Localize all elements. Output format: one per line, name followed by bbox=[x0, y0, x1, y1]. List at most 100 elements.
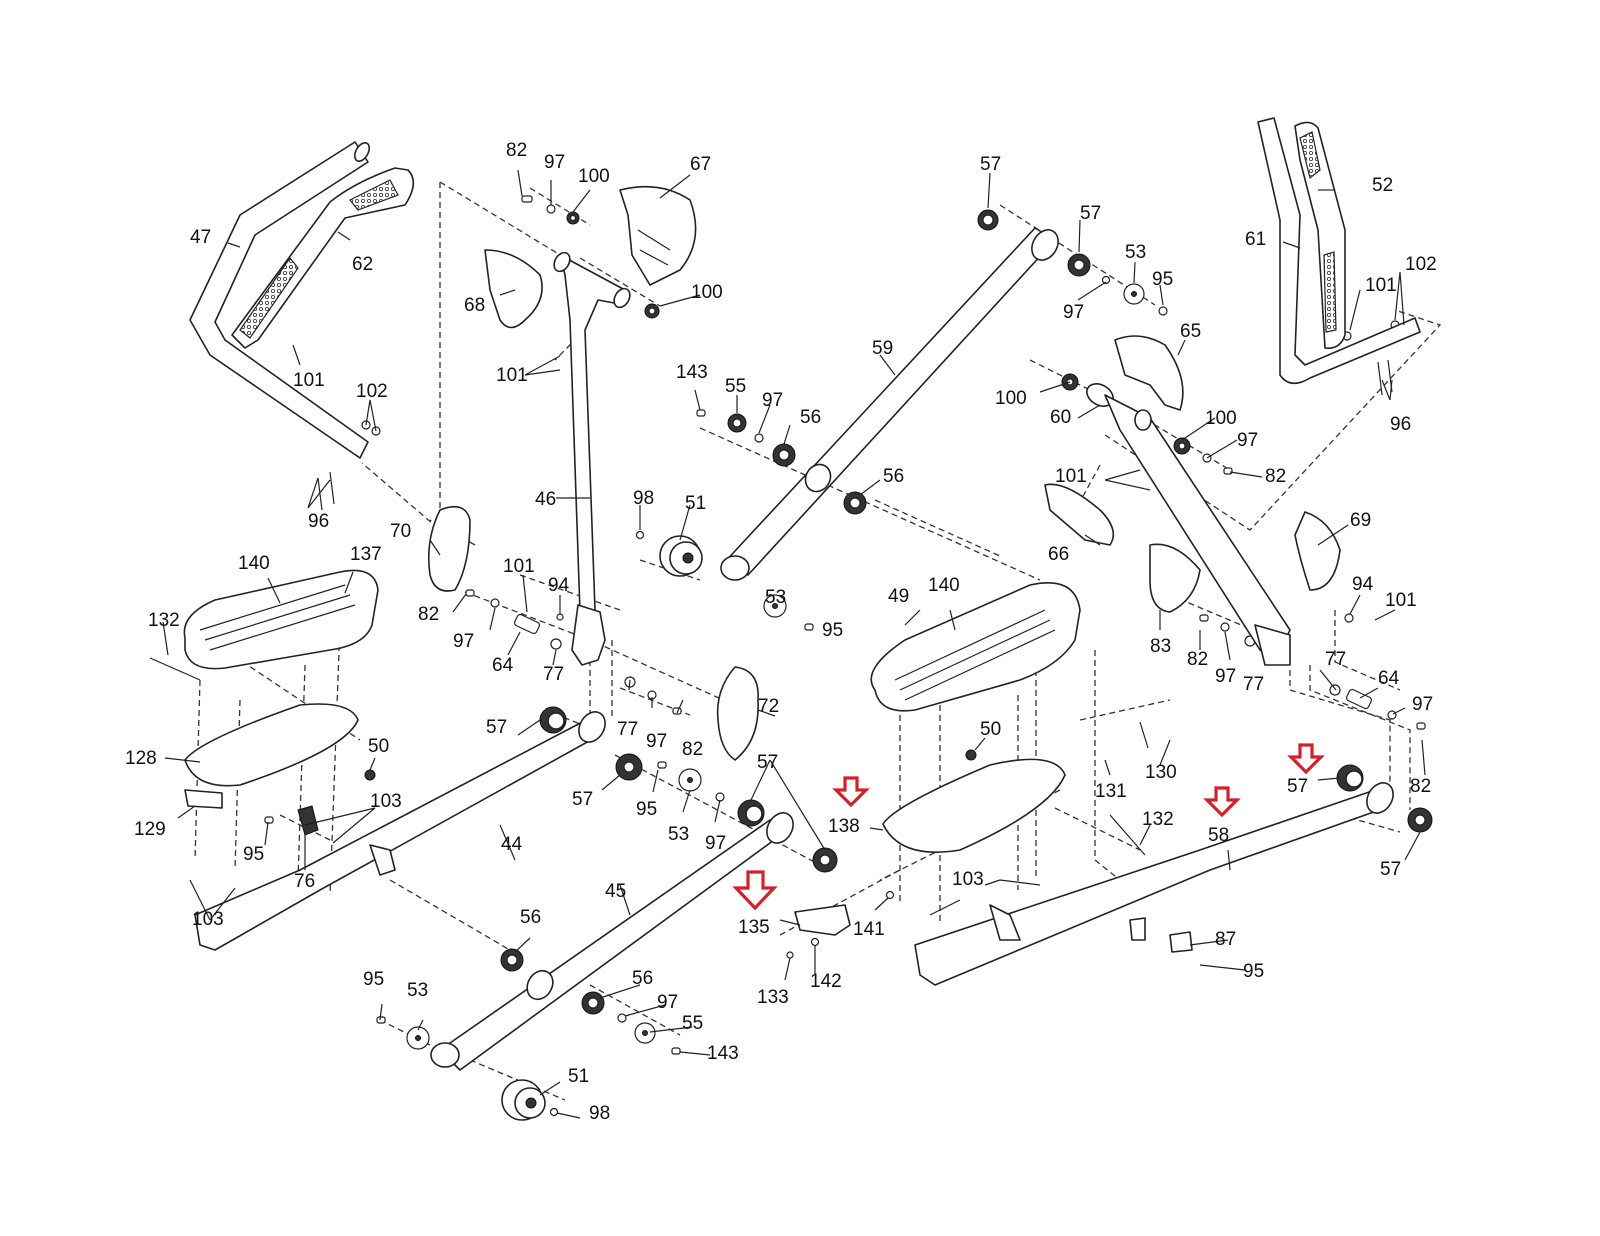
label-70: 70 bbox=[390, 521, 411, 542]
label-57: 57 bbox=[980, 154, 1001, 175]
label-56: 56 bbox=[800, 407, 821, 428]
label-94: 94 bbox=[548, 575, 570, 596]
label-64: 64 bbox=[1378, 668, 1400, 689]
part-137-left-pedal bbox=[183, 569, 379, 670]
highlight-arrow-57 bbox=[1287, 743, 1325, 775]
label-82: 82 bbox=[1187, 649, 1208, 670]
label-101: 101 bbox=[1055, 466, 1087, 487]
label-53: 53 bbox=[1125, 242, 1146, 263]
label-49: 49 bbox=[888, 586, 909, 607]
label-97: 97 bbox=[705, 833, 726, 854]
label-95: 95 bbox=[1243, 961, 1264, 982]
label-57: 57 bbox=[572, 789, 593, 810]
label-128: 128 bbox=[125, 748, 157, 769]
label-56: 56 bbox=[632, 968, 653, 989]
part-67-shroud bbox=[619, 185, 697, 286]
part-69-shroud bbox=[1294, 511, 1341, 591]
label-101: 101 bbox=[496, 365, 528, 386]
label-68: 68 bbox=[464, 295, 485, 316]
label-52: 52 bbox=[1372, 175, 1393, 196]
label-101: 101 bbox=[293, 370, 325, 391]
label-82: 82 bbox=[1265, 466, 1286, 487]
label-100: 100 bbox=[691, 282, 723, 303]
part-72-shroud bbox=[716, 666, 759, 761]
label-62: 62 bbox=[352, 254, 373, 275]
label-53: 53 bbox=[668, 824, 689, 845]
part-83-shroud bbox=[1149, 543, 1201, 613]
label-95: 95 bbox=[363, 969, 384, 990]
label-50: 50 bbox=[980, 719, 1001, 740]
label-103: 103 bbox=[370, 791, 402, 812]
part-59-link-arm bbox=[720, 227, 1059, 581]
part-49-right-pedal bbox=[870, 581, 1081, 712]
label-53: 53 bbox=[407, 980, 428, 1001]
part-60-right-upright bbox=[1086, 383, 1291, 666]
label-102: 102 bbox=[356, 381, 388, 402]
part-68-shroud bbox=[484, 249, 543, 329]
label-97: 97 bbox=[453, 631, 474, 652]
part-128-left-pedal-plate bbox=[184, 703, 359, 787]
label-131: 131 bbox=[1095, 781, 1127, 802]
label-57: 57 bbox=[486, 717, 507, 738]
label-97: 97 bbox=[1215, 666, 1236, 687]
label-50: 50 bbox=[368, 736, 389, 757]
label-97: 97 bbox=[1063, 302, 1084, 323]
label-97: 97 bbox=[646, 731, 667, 752]
label-82: 82 bbox=[418, 604, 439, 625]
label-66: 66 bbox=[1048, 544, 1069, 565]
label-141: 141 bbox=[853, 919, 885, 940]
label-140: 140 bbox=[928, 575, 960, 596]
part-76-bracket bbox=[297, 805, 319, 836]
label-82: 82 bbox=[506, 140, 527, 161]
label-97: 97 bbox=[544, 152, 565, 173]
label-82: 82 bbox=[1410, 776, 1431, 797]
highlight-arrow-135 bbox=[732, 870, 778, 911]
label-51: 51 bbox=[685, 493, 706, 514]
label-143: 143 bbox=[707, 1043, 739, 1064]
label-137: 137 bbox=[350, 544, 382, 565]
part-47-left-upper-arm bbox=[189, 141, 371, 459]
label-72: 72 bbox=[758, 696, 779, 717]
label-76: 76 bbox=[294, 871, 315, 892]
label-132: 132 bbox=[1142, 809, 1174, 830]
label-98: 98 bbox=[633, 488, 654, 509]
label-46: 46 bbox=[535, 489, 556, 510]
label-59: 59 bbox=[872, 338, 893, 359]
label-101: 101 bbox=[503, 556, 535, 577]
label-97: 97 bbox=[1412, 694, 1433, 715]
part-135-end-cap bbox=[794, 904, 851, 936]
label-51: 51 bbox=[568, 1066, 589, 1087]
leader-lines bbox=[162, 169, 1426, 1119]
label-57: 57 bbox=[1287, 776, 1308, 797]
label-101: 101 bbox=[1385, 590, 1417, 611]
part-45-left-link bbox=[430, 812, 794, 1071]
label-103: 103 bbox=[192, 909, 224, 930]
label-57: 57 bbox=[1380, 859, 1401, 880]
label-102: 102 bbox=[1405, 254, 1437, 275]
label-135: 135 bbox=[738, 917, 770, 938]
label-98: 98 bbox=[589, 1103, 610, 1124]
label-67: 67 bbox=[690, 154, 711, 175]
label-95: 95 bbox=[636, 799, 657, 820]
label-142: 142 bbox=[810, 971, 842, 992]
label-96: 96 bbox=[1390, 414, 1411, 435]
label-69: 69 bbox=[1350, 510, 1371, 531]
label-95: 95 bbox=[1152, 269, 1173, 290]
label-57: 57 bbox=[757, 752, 778, 773]
label-138: 138 bbox=[828, 816, 860, 837]
label-94: 94 bbox=[1352, 574, 1374, 595]
label-60: 60 bbox=[1050, 407, 1071, 428]
label-58: 58 bbox=[1208, 825, 1229, 846]
label-100: 100 bbox=[995, 388, 1027, 409]
small-hardware bbox=[149, 195, 1433, 1121]
label-77: 77 bbox=[1325, 649, 1346, 670]
part-62-left-grip bbox=[231, 167, 415, 349]
label-77: 77 bbox=[1243, 674, 1264, 695]
highlight-arrow-58 bbox=[1203, 786, 1241, 818]
part-65-shroud bbox=[1114, 335, 1184, 411]
label-47: 47 bbox=[190, 227, 211, 248]
label-143: 143 bbox=[676, 362, 708, 383]
label-103: 103 bbox=[952, 869, 984, 890]
label-100: 100 bbox=[1205, 408, 1237, 429]
